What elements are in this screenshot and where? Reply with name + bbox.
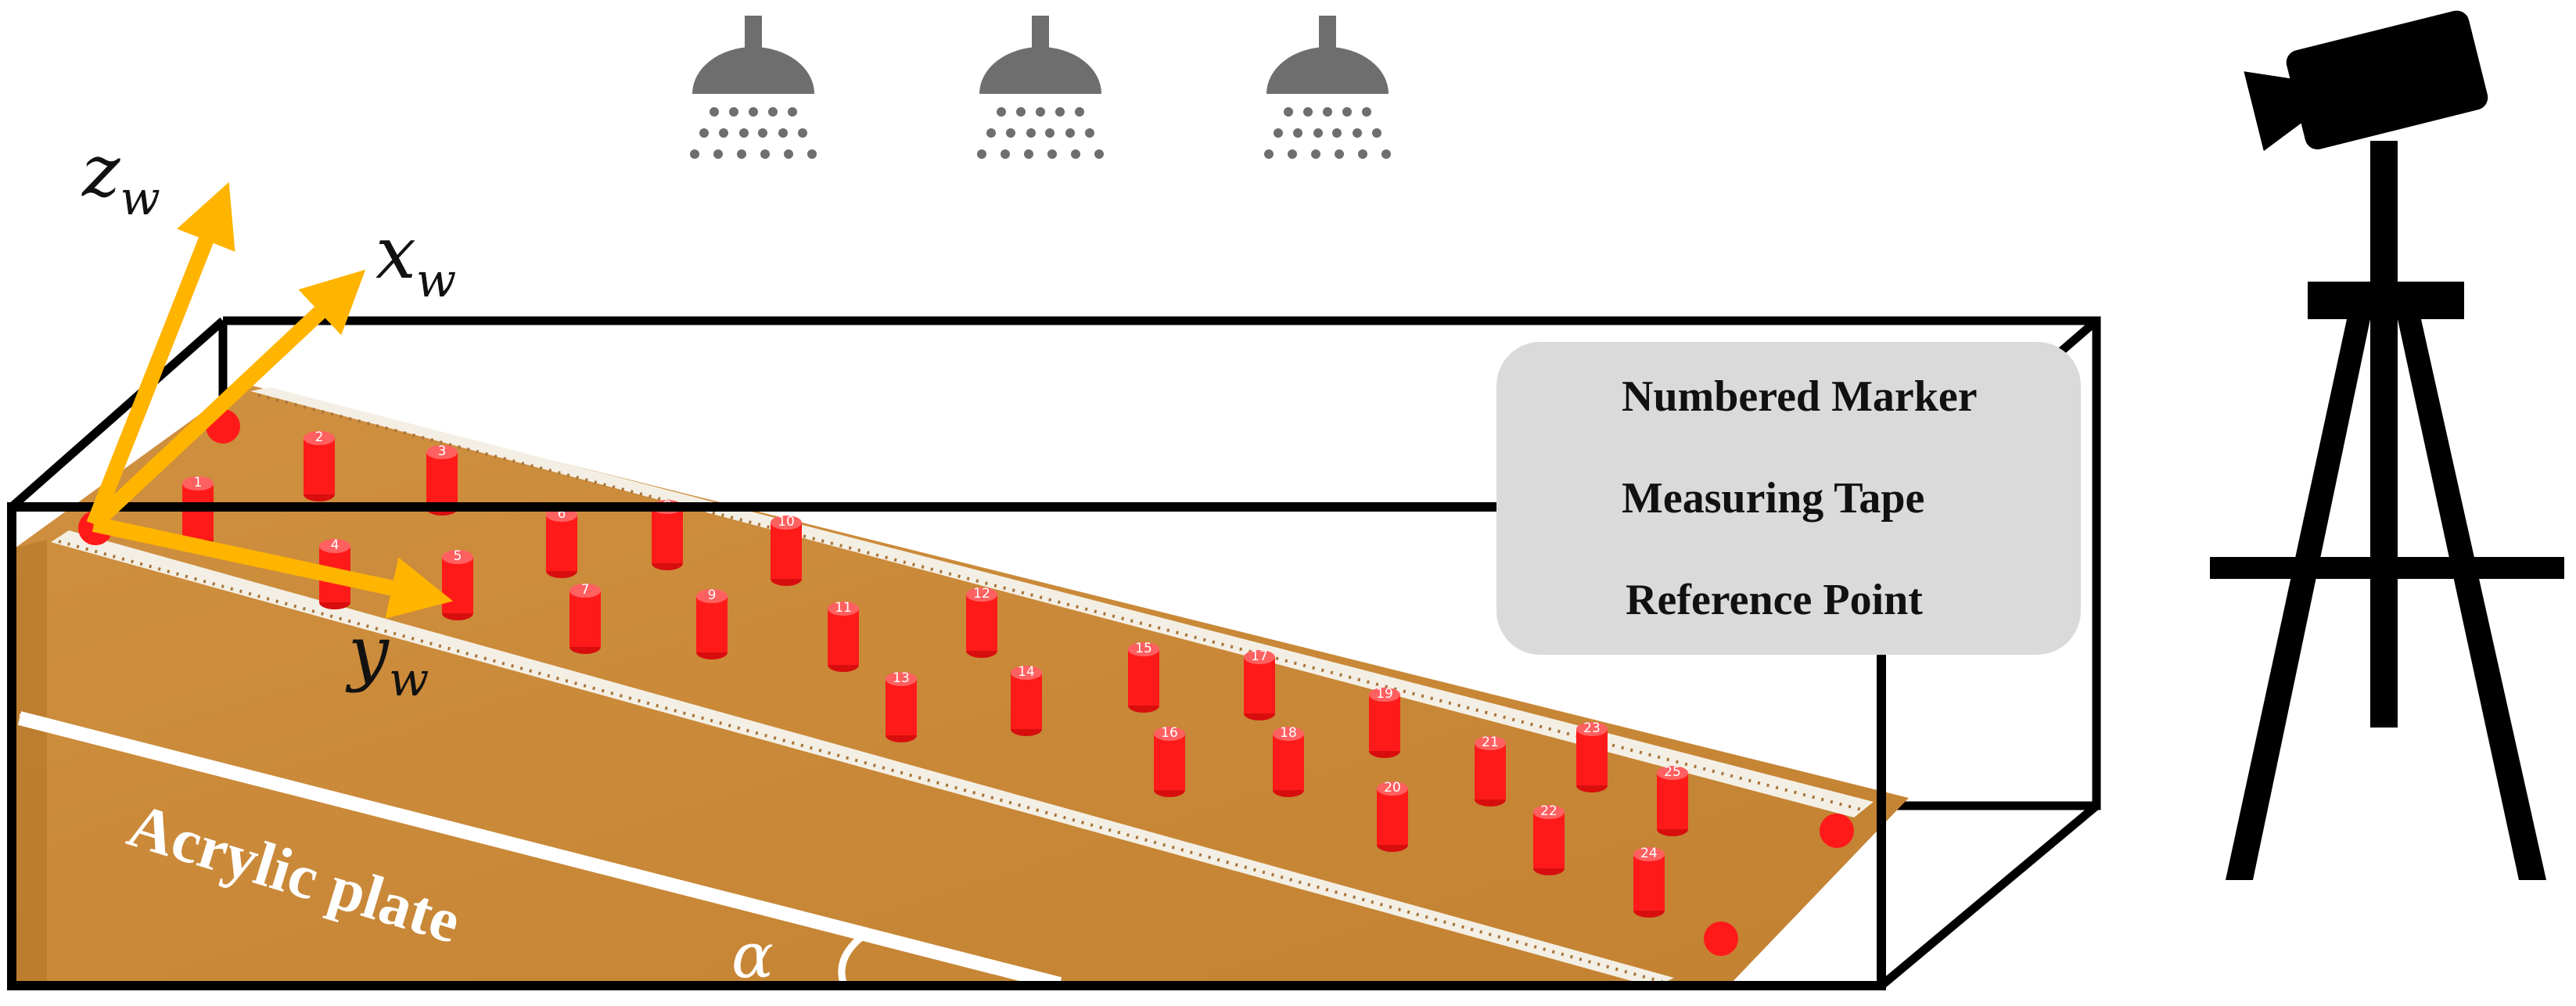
- numbered-marker: 13: [886, 670, 917, 742]
- z-axis-label: zw: [82, 129, 160, 226]
- numbered-marker: 21: [1475, 735, 1506, 807]
- x-axis-arrow: [88, 269, 366, 530]
- numbered-marker: 2: [304, 429, 335, 501]
- numbered-marker: 16: [1154, 725, 1185, 797]
- reference-point: [1820, 814, 1854, 848]
- numbered-marker-label: 12: [973, 586, 990, 602]
- numbered-marker-label: 17: [1251, 649, 1268, 664]
- numbered-marker-label: 22: [1540, 803, 1557, 819]
- tank-front-frame: [7, 321, 2101, 990]
- numbered-marker: 6: [546, 506, 577, 578]
- y-axis-label: yw: [348, 610, 429, 707]
- numbered-marker-label: 18: [1280, 725, 1297, 741]
- x-axis-base: x: [375, 211, 416, 295]
- numbered-marker-label: 14: [1018, 664, 1035, 680]
- numbered-marker: 24: [1633, 846, 1665, 918]
- numbered-marker-label: 20: [1384, 780, 1401, 796]
- camera-on-tripod-icon: [2210, 10, 2564, 880]
- shower-lamp-icon: [977, 16, 1104, 159]
- numbered-marker: 11: [828, 600, 859, 672]
- shower-lamp-icon: [1264, 16, 1391, 159]
- numbered-marker-label: 5: [454, 548, 462, 564]
- legend-label-numbered-marker: Numbered Marker: [1622, 372, 1978, 421]
- numbered-marker: 20: [1377, 780, 1408, 852]
- measuring-tape-lower: [51, 530, 1674, 987]
- numbered-marker: 22: [1533, 803, 1565, 875]
- numbered-marker-label: 19: [1376, 686, 1393, 702]
- numbered-marker: 23: [1576, 720, 1608, 792]
- numbered-marker: 14: [1011, 664, 1042, 736]
- numbered-marker-label: 16: [1161, 725, 1178, 741]
- numbered-marker-label: 15: [1135, 641, 1152, 656]
- x-axis-subscript: w: [415, 253, 457, 308]
- numbered-marker: 5: [442, 548, 473, 620]
- numbered-marker-label: 4: [331, 537, 340, 553]
- numbered-marker: 17: [1244, 649, 1275, 720]
- numbered-marker-label: 6: [558, 506, 566, 522]
- numbered-marker-label: 13: [893, 670, 910, 686]
- y-axis-base: y: [348, 610, 389, 694]
- numbered-marker: 12: [966, 586, 997, 658]
- x-axis-label: xw: [375, 211, 456, 308]
- reference-point: [1704, 922, 1738, 956]
- numbered-marker: 15: [1128, 641, 1159, 713]
- numbered-marker-label: 11: [835, 600, 852, 616]
- y-axis-arrow: [92, 516, 454, 619]
- numbered-marker-label: 25: [1664, 764, 1681, 780]
- numbered-marker: 7: [569, 582, 601, 654]
- numbered-marker-label: 1: [194, 475, 203, 490]
- numbered-marker: 25: [1657, 764, 1688, 836]
- numbered-marker: 18: [1273, 725, 1304, 797]
- numbered-marker-label: 3: [438, 444, 447, 459]
- numbered-marker-label: 2: [315, 429, 324, 445]
- numbered-marker-label: 23: [1583, 720, 1601, 736]
- legend-label-reference-point: Reference Point: [1626, 576, 1923, 624]
- numbered-marker: 19: [1369, 686, 1400, 758]
- inclination-angle-label: α: [731, 919, 774, 992]
- numbered-marker: 10: [771, 514, 802, 586]
- plate-shadow-side: [16, 540, 47, 986]
- shower-lamps: [690, 16, 1391, 159]
- numbered-marker-label: 21: [1482, 735, 1499, 750]
- legend: [1496, 342, 2081, 655]
- numbered-marker-label: 10: [778, 514, 795, 530]
- z-axis-arrow: [86, 181, 235, 527]
- numbered-marker-label: 24: [1640, 846, 1658, 861]
- coordinate-axes: [86, 181, 454, 619]
- y-axis-subscript: w: [388, 652, 429, 707]
- numbered-marker-label: 7: [581, 582, 590, 598]
- legend-label-measuring-tape: Measuring Tape: [1622, 474, 1925, 523]
- z-axis-subscript: w: [120, 171, 160, 226]
- numbered-marker-label: 9: [708, 587, 717, 603]
- shower-lamp-icon: [690, 16, 817, 159]
- z-axis-base: z: [82, 129, 120, 213]
- numbered-marker: 9: [696, 587, 728, 659]
